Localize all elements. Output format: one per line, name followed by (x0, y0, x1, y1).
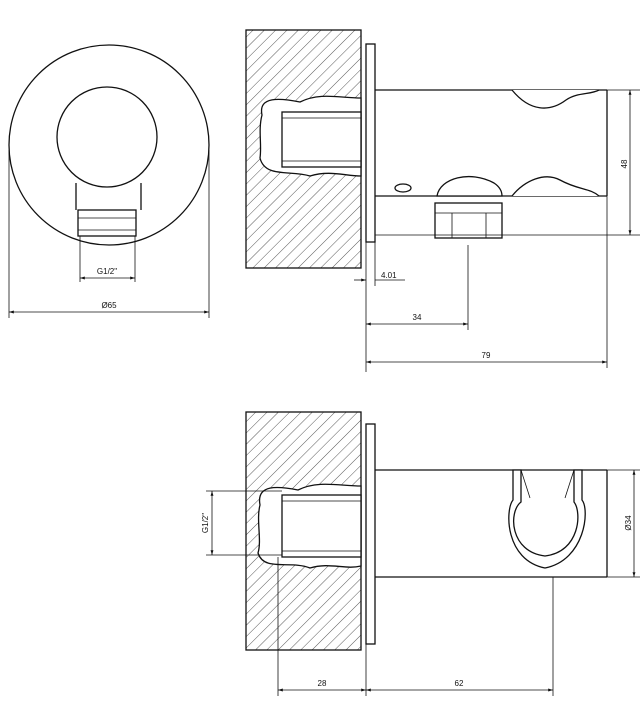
wall-plate (365, 43, 376, 243)
plate-dim-label: 4.01 (381, 271, 397, 280)
outlet-dome (436, 175, 503, 197)
thread-connector (77, 209, 137, 237)
thread-label-2: G1/2" (201, 513, 210, 533)
screw-hole (394, 183, 412, 193)
holder-notch-bottom (511, 176, 600, 197)
top-view: G1/2" Ø34 28 62 (201, 411, 640, 696)
diameter-label: Ø65 (101, 301, 117, 310)
height-label: 48 (620, 159, 629, 168)
wall-plate-2 (365, 423, 376, 645)
front-view: G1/2" Ø65 (8, 44, 210, 318)
holder-notch-top (511, 89, 600, 109)
length-dim-label-2: 62 (455, 679, 464, 688)
outer-rosette (8, 44, 210, 246)
outlet-dim-label: 34 (413, 313, 422, 322)
diameter-label-2: Ø34 (624, 515, 633, 531)
depth-dim-label: 28 (318, 679, 327, 688)
outlet-nut (434, 202, 503, 239)
outlet-neck (75, 183, 142, 210)
thread-label: G1/2" (97, 267, 117, 276)
length-dim-label: 79 (482, 351, 491, 360)
side-view: 48 4.01 34 79 (245, 29, 640, 372)
holder-clip (508, 469, 586, 569)
inner-outlet (56, 86, 158, 188)
